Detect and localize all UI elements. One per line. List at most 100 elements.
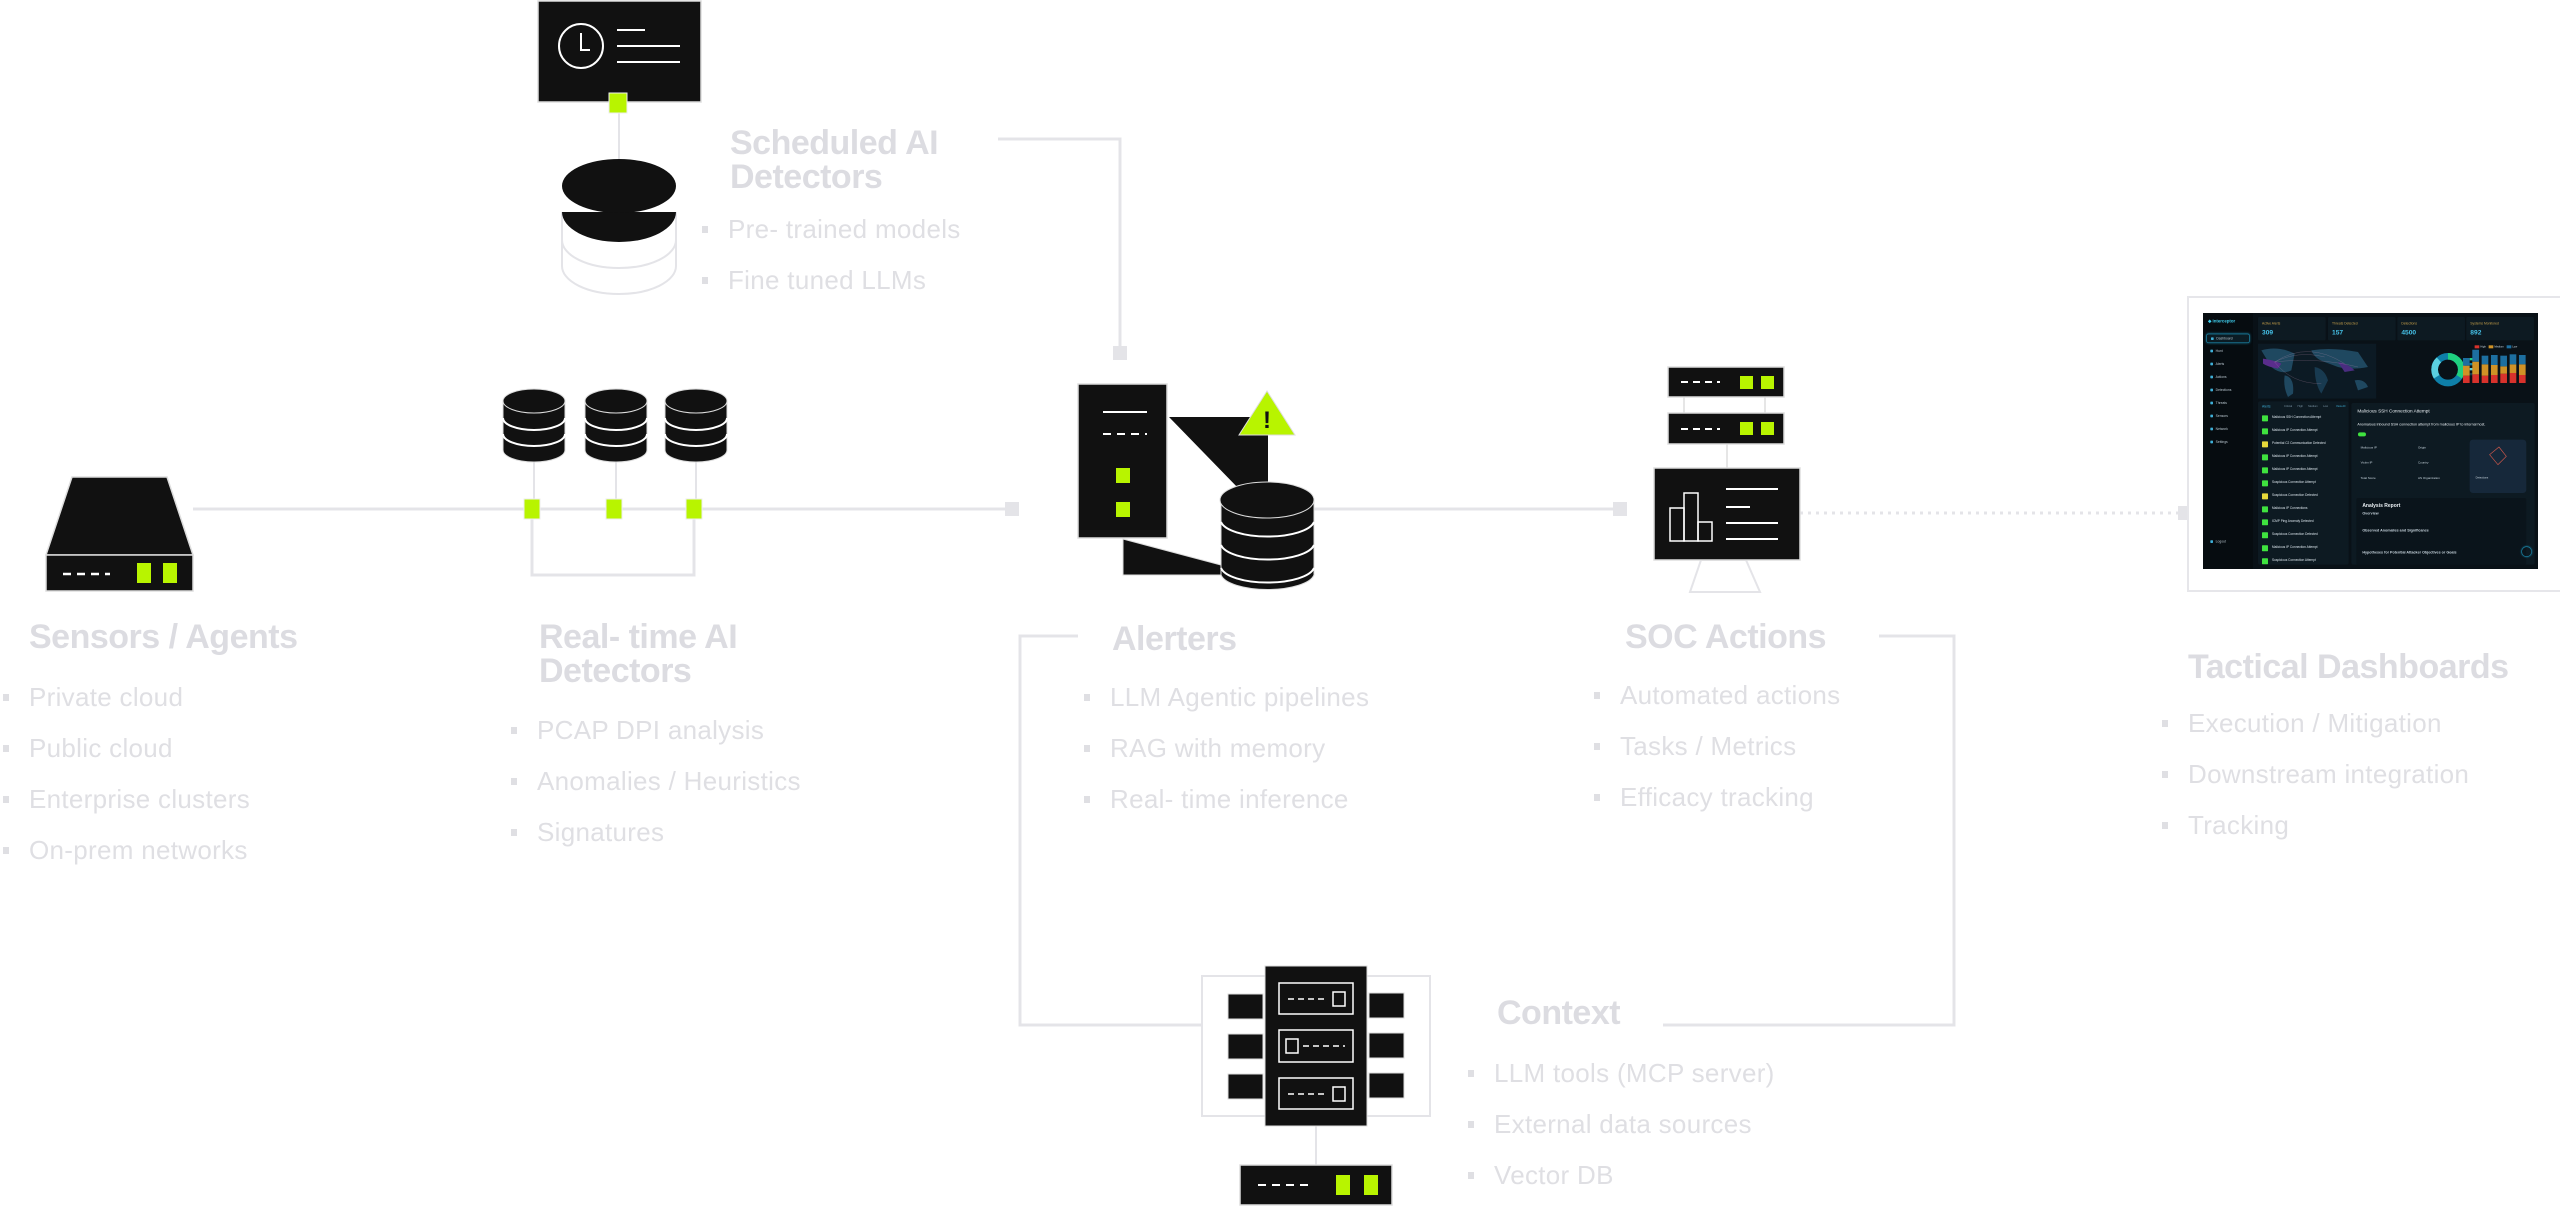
alerters-title: Alerters (1112, 620, 1237, 658)
kpi-value: 157 (2331, 328, 2344, 337)
bar-segment (2462, 365, 2470, 376)
report-title: Analysis Report (2362, 502, 2401, 509)
alert-list-item[interactable]: Malicious IP Connection Attempt (2261, 453, 2345, 464)
app-name: Interceptor (2212, 318, 2236, 324)
list-item-text: On-prem networks (29, 835, 248, 865)
alert-list-item[interactable]: Suspicious Connection Detected (2261, 531, 2345, 542)
alert-list-item[interactable]: Malicious SSH Connection Attempt (2261, 414, 2345, 425)
nav-item-sensors[interactable]: Sensors (2206, 412, 2249, 421)
severity-badge (2261, 454, 2268, 461)
radar-chart (2489, 446, 2507, 466)
alert-name: Malicious SSH Connection Attempt (2271, 415, 2322, 419)
bullet-icon (1468, 1121, 1474, 1128)
bar-segment (2490, 354, 2498, 365)
kpi-card: Active Alerts 309 (2257, 316, 2326, 341)
list-item-text: Efficacy tracking (1620, 782, 1814, 812)
bullet-icon (511, 829, 517, 836)
list-item: Enterprise clusters (3, 784, 250, 835)
chat-button[interactable] (2521, 546, 2532, 557)
list-item: Execution / Mitigation (2162, 708, 2469, 759)
bar-segment (2481, 364, 2489, 376)
alert-detail-panel: Malicious SSH Connection Attempt Anomalo… (2351, 402, 2535, 565)
bullet-icon (3, 745, 9, 752)
nav-item-threats[interactable]: Threats (2206, 399, 2249, 408)
legend-high: High (2480, 345, 2486, 349)
detail-title: Malicious SSH Connection Attempt (2357, 408, 2430, 414)
alert-filter[interactable]: High (2297, 404, 2303, 408)
bullet-icon (2162, 822, 2168, 829)
bullet-icon (1084, 796, 1090, 803)
soc-title: SOC Actions (1625, 618, 1827, 656)
warning-symbol: ! (1263, 407, 1271, 434)
alert-name: Potential C2 Communication Detected (2271, 441, 2326, 445)
alert-name: Suspicious Connection Attempt (2271, 558, 2316, 562)
nav-icon (2210, 401, 2213, 405)
alert-list-item[interactable]: Suspicious Connection Attempt (2261, 557, 2345, 568)
list-item: Downstream integration (2162, 759, 2469, 810)
bar-segment (2490, 374, 2498, 383)
list-item: External data sources (1468, 1109, 1775, 1160)
list-item-text: Anomalies / Heuristics (537, 766, 801, 796)
alert-list-item[interactable]: Malicious IP Connection Attempt (2261, 466, 2345, 477)
detector-database-icon (664, 388, 728, 499)
list-item: PCAP DPI analysis (511, 715, 801, 766)
bar-segment (2509, 372, 2517, 383)
kpi-label: Active Alerts (2261, 321, 2281, 326)
bullet-icon (1468, 1172, 1474, 1179)
alert-filter[interactable]: Medium (2308, 404, 2318, 408)
alert-filter[interactable]: Low (2323, 404, 2329, 408)
logout-icon (2210, 540, 2213, 544)
alert-list-item[interactable]: Malicious IP Connections (2261, 505, 2345, 516)
nav-label: Dashboard (2216, 336, 2233, 341)
connector-end-marker (1113, 346, 1127, 360)
list-item: Pre- trained models (702, 214, 961, 265)
analysis-report: Analysis Report Overview Observed Anomal… (2356, 497, 2527, 565)
bar-segment (2490, 364, 2498, 375)
kpi-card: Detections 4500 (2397, 316, 2465, 341)
alert-list-item[interactable]: Malicious IP Connection Attempt (2261, 544, 2345, 555)
tactical-title: Tactical Dashboards (2188, 648, 2509, 686)
nav-icon (2210, 414, 2213, 418)
context-mcp-server-icon (1227, 965, 1405, 1127)
alert-list-item[interactable]: Malicious IP Connection Attempt (2261, 427, 2345, 438)
nav-item-network[interactable]: Network (2206, 425, 2249, 434)
list-item-text: Public cloud (29, 733, 173, 763)
report-section: Overview (2362, 511, 2379, 516)
alert-list-item[interactable]: Potential C2 Communication Detected (2261, 440, 2345, 451)
connector-realtime-bracket (530, 509, 696, 577)
list-item-text: Signatures (537, 817, 665, 847)
list-item-text: LLM tools (MCP server) (1494, 1058, 1775, 1088)
nav-item-dashboard[interactable]: Dashboard (2206, 333, 2250, 343)
nav-item-detections[interactable]: Detections (2206, 386, 2249, 395)
kpi-value: 892 (2470, 328, 2482, 337)
bullet-icon (2162, 720, 2168, 727)
nav-label: Sensors (2215, 414, 2228, 418)
list-item: RAG with memory (1084, 733, 1369, 784)
alerters-database-icon (1219, 481, 1315, 591)
list-item: Real- time inference (1084, 784, 1369, 835)
list-item: Vector DB (1468, 1160, 1775, 1211)
detections-label: Detections (2475, 476, 2489, 480)
nav-item-settings[interactable]: Settings (2206, 438, 2249, 447)
severity-badge (2261, 441, 2268, 448)
nav-item-alerts[interactable]: Alerts (2206, 360, 2249, 369)
sensors-title: Sensors / Agents (29, 618, 298, 656)
alert-list-item[interactable]: Suspicious Connection Attempt (2261, 479, 2345, 490)
alert-list-item[interactable]: Suspicious Connection Detected (2261, 492, 2345, 503)
alert-name: Malicious IP Connection Attempt (2271, 545, 2318, 549)
report-section: Observed Anomalies and Significance (2362, 528, 2429, 533)
status-donut-chart (2431, 352, 2475, 387)
alert-filter[interactable]: Critical (2283, 404, 2293, 408)
list-item-text: RAG with memory (1110, 733, 1326, 763)
nav-item-hunt[interactable]: Hunt (2206, 347, 2249, 356)
alert-list-item[interactable]: ICMP Ping Anomaly Detected (2261, 518, 2345, 529)
bullet-icon (1084, 694, 1090, 701)
list-item-text: Enterprise clusters (29, 784, 250, 814)
list-item: Private cloud (3, 682, 250, 733)
nav-item-actions[interactable]: Actions (2206, 373, 2249, 382)
nav-label: Network (2215, 427, 2228, 431)
